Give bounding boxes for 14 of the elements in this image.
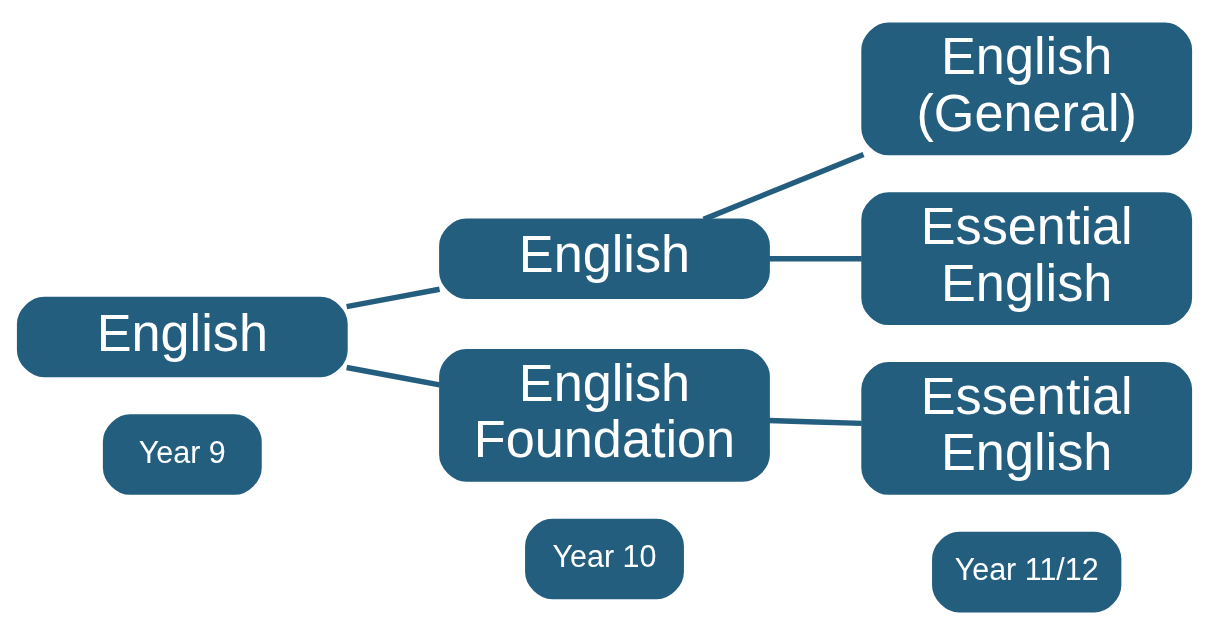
- node-box: English: [438, 218, 770, 299]
- node-box: Year 11/12: [931, 531, 1121, 613]
- connector: [345, 364, 440, 388]
- node-box: English: [16, 296, 348, 378]
- connector: [768, 417, 862, 427]
- node-box: Essential English: [860, 362, 1192, 495]
- node-box: English (General): [860, 22, 1192, 156]
- node-box: Year 10: [524, 518, 684, 600]
- node-box: Essential English: [860, 192, 1192, 326]
- connector: [768, 256, 862, 262]
- connector: [702, 151, 865, 222]
- node-box: English Foundation: [438, 349, 770, 482]
- node-box: Year 9: [102, 414, 262, 495]
- connector: [345, 286, 440, 310]
